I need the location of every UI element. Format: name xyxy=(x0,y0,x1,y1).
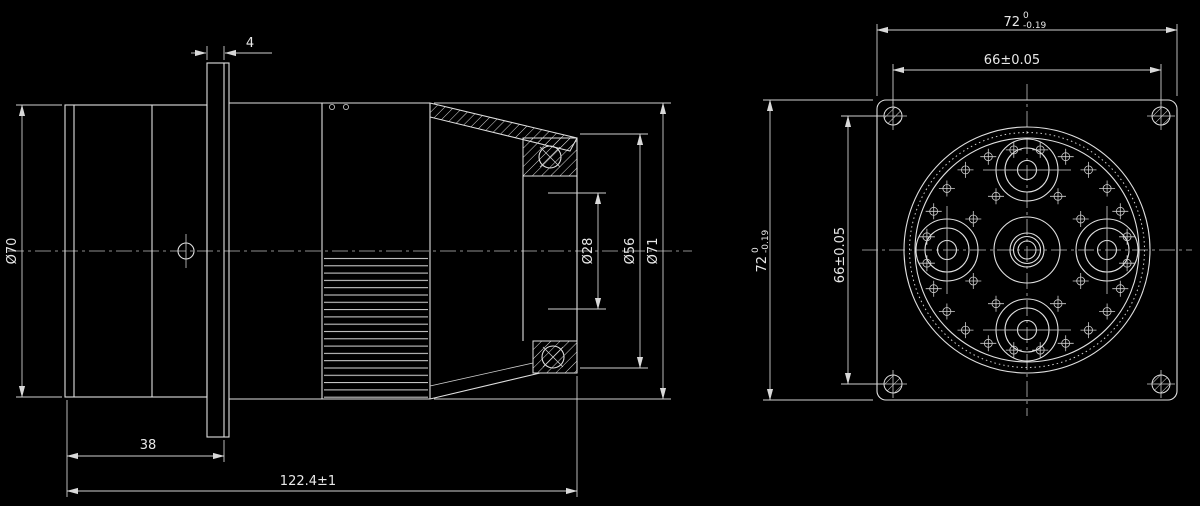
small-contact-crosshair xyxy=(918,228,935,245)
dim-total-length: 122.4±1 xyxy=(66,376,578,497)
dim-grommet-diameter-label: Ø28 xyxy=(581,238,596,265)
small-contact-crosshair xyxy=(1072,273,1089,289)
dim-flange-height-base: 72 xyxy=(755,256,770,273)
small-contact-crosshair xyxy=(965,211,982,227)
clamp-screw-top-icon xyxy=(538,145,562,169)
dim-flange-height: 72 0 -0.19 xyxy=(751,99,873,401)
small-contact-crosshair xyxy=(938,303,955,320)
side-view: 4 Ø70 38 122.4±1 Ø28 xyxy=(5,36,692,497)
mounting-hole xyxy=(1147,102,1175,130)
dim-rear-length-label: 38 xyxy=(140,438,157,453)
small-contact-crosshair xyxy=(1057,148,1074,165)
small-contact-crosshair xyxy=(1032,141,1049,158)
mounting-holes xyxy=(879,102,1175,398)
small-contact-crosshair xyxy=(1119,228,1136,245)
contact-group-left xyxy=(915,206,979,294)
small-contact-crosshair xyxy=(965,273,982,289)
dim-hole-pitch-horizontal-label: 66±0.05 xyxy=(984,53,1040,68)
mounting-hole xyxy=(1147,370,1175,398)
dim-rear-diameter-label: Ø70 xyxy=(5,238,20,265)
small-contact-crosshair xyxy=(1112,203,1129,220)
small-contact-crosshair xyxy=(957,161,974,178)
vent-mark-icon xyxy=(328,104,335,111)
backshell-section xyxy=(429,102,578,400)
small-contact-crosshair xyxy=(1099,180,1116,197)
contact-group-bottom xyxy=(983,298,1071,362)
thread-section xyxy=(324,253,428,399)
small-contact-crosshair xyxy=(1112,280,1129,297)
small-contact-crosshair xyxy=(957,322,974,339)
front-view: 72 0 -0.19 66±0.05 72 0 -0.19 xyxy=(751,11,1192,416)
contact-groups xyxy=(915,138,1139,362)
small-contact-crosshair xyxy=(1072,211,1089,227)
small-contact-crosshair xyxy=(918,255,935,272)
small-contact-crosshair xyxy=(925,280,942,297)
dim-hole-pitch-horizontal: 66±0.05 xyxy=(892,53,1162,104)
dim-grommet-diameter: Ø28 xyxy=(548,192,606,310)
small-contact-crosshair xyxy=(1050,295,1066,312)
dim-flange-height-tol-upper: 0 xyxy=(751,247,761,253)
contact-group-right xyxy=(1075,206,1139,294)
dim-flange-thickness-label: 4 xyxy=(246,36,254,51)
small-contact-crosshair xyxy=(1057,335,1074,352)
small-contact-crosshair xyxy=(1005,141,1022,158)
small-contact-crosshair xyxy=(980,335,997,352)
dim-max-diameter: Ø71 xyxy=(434,102,671,400)
dim-max-diameter-label: Ø71 xyxy=(646,238,661,265)
dim-body-diameter: Ø56 xyxy=(580,133,648,369)
dim-flange-width-base: 72 xyxy=(1003,15,1020,30)
small-contact-crosshair xyxy=(1099,303,1116,320)
small-contact-crosshair xyxy=(988,188,1004,205)
shell-circles xyxy=(903,126,1151,374)
dim-flange-height-tol-lower: -0.19 xyxy=(761,229,771,253)
dim-flange-width-tol-lower: -0.19 xyxy=(1023,21,1047,31)
dim-hole-pitch-vertical: 66±0.05 xyxy=(833,115,884,385)
small-contact-crosshair xyxy=(1080,322,1097,339)
flange-plate-side xyxy=(206,62,230,438)
clamp-screw-bottom-icon xyxy=(541,345,565,369)
vent-mark-icon xyxy=(342,104,349,111)
small-contact-crosshair xyxy=(980,148,997,165)
dim-total-length-label: 122.4±1 xyxy=(280,474,336,489)
contact-group-center xyxy=(993,216,1061,284)
small-contact-crosshair xyxy=(938,180,955,197)
dim-body-diameter-label: Ø56 xyxy=(623,238,638,265)
contact-group-top xyxy=(983,138,1071,202)
peripheral-contacts xyxy=(918,141,1136,359)
connector-body-outline xyxy=(229,102,431,400)
small-contact-crosshair xyxy=(925,203,942,220)
small-contact-crosshair xyxy=(1032,342,1049,359)
small-contact-crosshair xyxy=(1005,342,1022,359)
small-contact-crosshair xyxy=(1080,161,1097,178)
small-contact-crosshair xyxy=(1119,255,1136,272)
dim-hole-pitch-vertical-label: 66±0.05 xyxy=(833,227,848,283)
dim-rear-length: 38 xyxy=(66,400,225,462)
dim-flange-width-tol-upper: 0 xyxy=(1023,11,1029,21)
dim-flange-width: 72 0 -0.19 xyxy=(876,11,1178,96)
dim-flange-thickness: 4 xyxy=(191,36,272,60)
small-contact-crosshair xyxy=(1050,188,1066,205)
dim-rear-diameter: Ø70 xyxy=(5,104,62,398)
small-contact-crosshair xyxy=(988,295,1004,312)
